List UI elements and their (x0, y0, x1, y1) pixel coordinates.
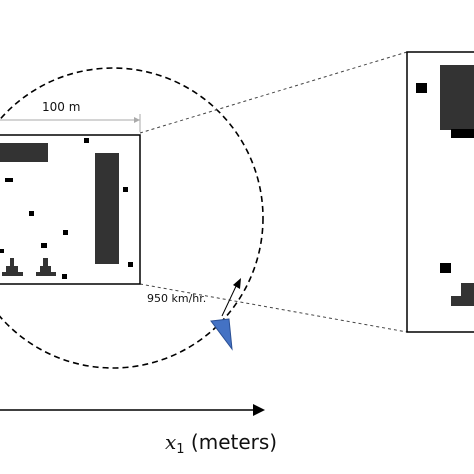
axis-subscript: 1 (176, 442, 185, 457)
axis-variable: x (165, 430, 177, 454)
obstacle-bar (451, 129, 474, 138)
obstacle-block (0, 143, 48, 162)
obstacle-dot (84, 138, 89, 143)
aircraft-icon (210, 318, 233, 351)
obstacle-dot (128, 262, 133, 267)
zoom-inset (406, 51, 474, 333)
range-circle (0, 67, 264, 369)
obstacle-stepped (2, 258, 23, 276)
obstacle-dot (41, 243, 47, 248)
scale-label: 100 m (42, 100, 81, 114)
obstacle-dot (5, 178, 13, 182)
obstacle-dot (62, 274, 67, 279)
zoom-line-top (139, 51, 408, 134)
x-axis (0, 404, 265, 416)
obstacle-dot (416, 83, 427, 93)
obstacle-stepped (36, 258, 56, 276)
aircraft (210, 278, 241, 351)
axis-unit: (meters) (190, 430, 278, 454)
obstacle-block (95, 153, 119, 264)
obstacle-dot (440, 263, 451, 273)
obstacle-stepped (437, 283, 474, 306)
obstacle-map (0, 134, 141, 285)
obstacle-dot (63, 230, 68, 235)
obstacle-block (440, 65, 474, 130)
obstacle-dot (29, 211, 34, 216)
x-axis-label: x1 (meters) (165, 430, 277, 457)
obstacle-dot (123, 187, 128, 192)
scale-bar (0, 114, 141, 132)
speed-label: 950 km/hr. (147, 292, 207, 305)
obstacle-dot (0, 249, 4, 253)
